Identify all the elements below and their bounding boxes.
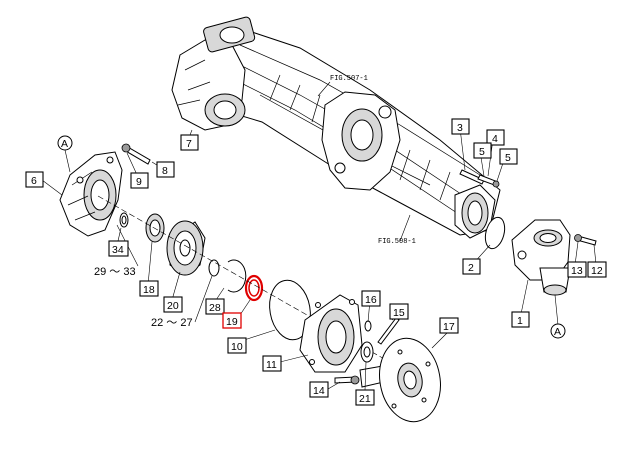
- callout-7: [180, 134, 199, 151]
- callout-9-label: 9: [136, 176, 142, 188]
- callout-14-label: 14: [313, 385, 325, 397]
- callout-2-label: 2: [468, 262, 474, 274]
- callout-12-label: 12: [591, 265, 603, 277]
- left-gear-case: [59, 151, 123, 237]
- axle-housing: [171, 16, 501, 239]
- range-22-27: 22 ～ 27: [151, 317, 193, 329]
- bolt-14: [334, 375, 360, 385]
- o-ring-10: [269, 279, 311, 341]
- callout-13-label: 13: [571, 265, 583, 277]
- callout-10: [227, 337, 247, 354]
- range-29-33: 29 ～ 33: [94, 266, 136, 278]
- callout-5a-label: 5: [479, 146, 485, 158]
- oil-seal-19-highlighted: [244, 274, 264, 302]
- callout-12: [587, 261, 607, 278]
- callout-4-label: 4: [492, 133, 498, 145]
- callout-a-bottom-label: A: [554, 326, 561, 338]
- callout-a-bottom: [550, 323, 566, 339]
- cover-20: [166, 220, 206, 276]
- callout-3-label: 3: [457, 122, 463, 134]
- callout-14: [309, 381, 329, 398]
- callout-17: [439, 317, 459, 334]
- callout-19-label: 19: [226, 316, 238, 328]
- callout-18: [139, 280, 159, 297]
- fig-ref-upper: FIG.507-1: [330, 75, 368, 83]
- flange-housing-11: [299, 294, 363, 373]
- callout-21: [355, 389, 375, 406]
- nipple-13: [574, 234, 582, 242]
- callout-10-label: 10: [231, 341, 243, 353]
- callout-17-label: 17: [443, 321, 455, 333]
- callout-4: [486, 129, 505, 146]
- callout-6: [25, 171, 44, 188]
- snap-ring-28: [227, 259, 247, 293]
- callout-1-label: 1: [517, 315, 523, 327]
- ring-22: [208, 259, 220, 277]
- callout-5a: [473, 142, 492, 159]
- callout-5b: [499, 148, 518, 165]
- right-knuckle-1: [511, 219, 571, 296]
- callout-16: [361, 290, 381, 307]
- callout-1: [511, 311, 530, 328]
- callout-2: [462, 258, 481, 275]
- callout-11: [262, 355, 282, 372]
- washer-5: [492, 180, 500, 188]
- callout-16-label: 16: [365, 294, 377, 306]
- callout-5b-label: 5: [505, 152, 511, 164]
- callout-20-label: 20: [167, 300, 179, 312]
- output-flange-17: [359, 337, 441, 423]
- bolt-15: [377, 317, 400, 345]
- callout-13: [567, 261, 587, 278]
- callout-15: [389, 303, 409, 320]
- callout-11-label: 11: [266, 359, 277, 371]
- ring-2: [484, 216, 506, 250]
- callout-21-label: 21: [359, 393, 371, 405]
- callout-6-label: 6: [31, 175, 37, 187]
- callout-20: [163, 296, 183, 313]
- callout-boxes: 7 8 9 6 34 29 ～ 33 18 20 28 19 22 ～ 27 1…: [25, 118, 607, 406]
- callout-a-top-label: A: [61, 138, 68, 150]
- callout-28-label: 28: [209, 302, 221, 314]
- callout-34: [108, 240, 129, 257]
- callout-8-label: 8: [162, 165, 168, 177]
- callout-3: [451, 118, 470, 135]
- callout-9: [130, 172, 149, 189]
- bolt-8: [121, 143, 151, 165]
- bolt-3: [459, 169, 485, 185]
- callout-34-label: 34: [112, 244, 124, 256]
- bearing-18: [145, 213, 165, 243]
- callout-15-label: 15: [393, 307, 405, 319]
- callout-28: [205, 298, 225, 315]
- callout-18-label: 18: [143, 284, 155, 296]
- fig-ref-lower: FIG.508-1: [378, 238, 416, 246]
- callout-19-highlighted: [222, 312, 242, 329]
- washer-16: [364, 320, 372, 332]
- callout-8: [156, 161, 175, 178]
- callout-7-label: 7: [186, 138, 192, 150]
